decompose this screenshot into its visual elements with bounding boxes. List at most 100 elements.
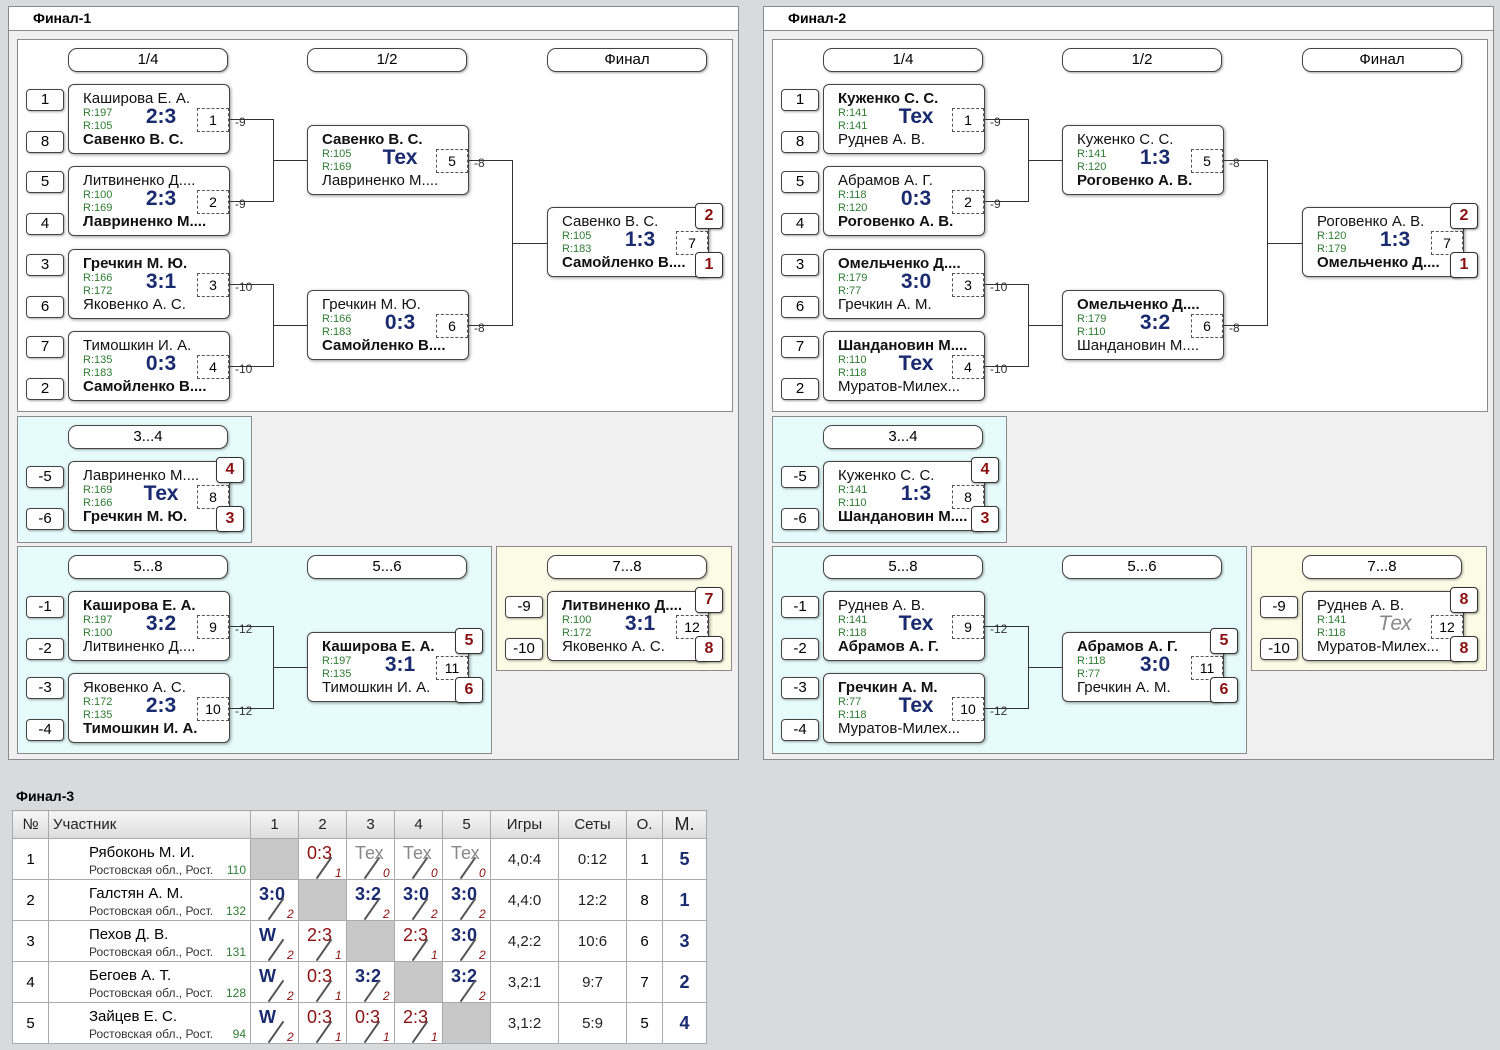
column-header[interactable]: 4 [394,810,443,839]
participant-cell[interactable]: Зайцев Е. С.Ростовская обл., Рост...94 [48,1002,251,1044]
row-number: 5 [12,1002,49,1044]
column-header[interactable]: 1 [250,810,299,839]
table-row[interactable]: 1 Рябоконь М. И.Ростовская обл., Рост...1… [12,838,707,880]
player-1-rating: R:118 [838,189,867,201]
place-badge: 2 [1450,203,1478,229]
player-2-name: Роговенко А. В. [1077,172,1193,189]
games-cell: 4,4:0 [490,879,559,921]
column-header[interactable]: 3 [346,810,395,839]
player-2-rating: R:100 [83,627,113,639]
participant-rating: 128 [225,986,246,1000]
player-2-rating: R:120 [838,202,868,214]
place-badge: 2 [695,203,723,229]
player-2-name: Яковенко А. С. [83,296,186,313]
player-2-name: Шандановин М.... [1077,337,1200,354]
column-header[interactable]: № [12,810,49,839]
column-header[interactable]: 2 [298,810,347,839]
match-number: 8 [197,485,229,509]
seed-box: 1 [781,89,819,111]
participant-cell[interactable]: Бегоев А. Т.Ростовская обл., Рост...128 [48,961,251,1003]
seed-box: -10 [505,638,543,660]
participant-cell[interactable]: Рябоконь М. И.Ростовская обл., Рост...11… [48,838,251,880]
column-header[interactable]: О. [626,810,663,839]
place-badge: 7 [695,587,723,613]
place-badge: 1 [1450,252,1478,278]
player-2-rating: R:179 [1317,243,1347,255]
match-score: 0:3 [145,352,177,375]
seed-box: -10 [1260,638,1298,660]
points-cell: 1 [626,838,663,880]
participant-cell[interactable]: Пехов Д. В.Ростовская обл., Рост...131 [48,920,251,962]
player-1-rating: R:110 [838,354,867,366]
player-2-rating: R:77 [1077,668,1101,680]
result-points: 2 [287,989,294,1003]
round-label: 5...6 [307,555,467,579]
bracket-line [230,366,273,367]
seed-box: 8 [26,131,64,153]
column-header[interactable]: Сеты [558,810,627,839]
participant-cell[interactable]: Галстян А. М.Ростовская обл., Рост...132 [48,879,251,921]
column-header[interactable]: Игры [490,810,559,839]
seed-box: -2 [26,638,64,660]
player-1-rating: R:172 [83,696,113,708]
column-header[interactable]: М. [662,810,707,839]
loser-destination: -8 [474,321,485,335]
games-cell: 4,0:4 [490,838,559,880]
match-number: 11 [1191,656,1223,680]
match-number: 4 [197,355,229,379]
loser-destination: -8 [1229,321,1240,335]
column-header[interactable]: Участник [48,810,251,839]
loser-destination: -12 [235,622,253,636]
column-header[interactable]: 5 [442,810,491,839]
